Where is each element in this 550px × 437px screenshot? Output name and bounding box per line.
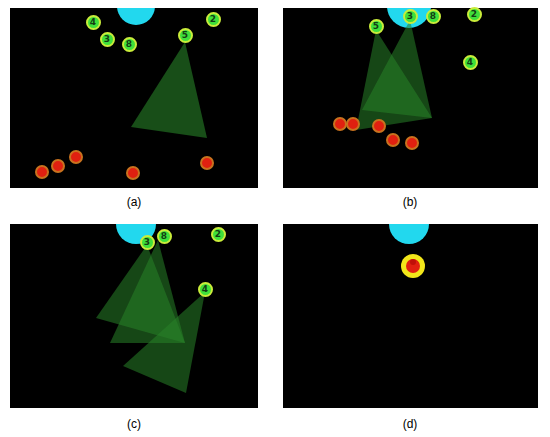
agent-circle: 3 xyxy=(100,32,115,47)
agent-circle: 2 xyxy=(211,227,226,242)
agent-circle: 4 xyxy=(198,282,213,297)
agent-circle: 8 xyxy=(426,9,441,24)
agent-circle: 8 xyxy=(157,229,172,244)
agent-number: 3 xyxy=(144,238,150,247)
panel-label: (d) xyxy=(403,417,418,431)
agent-number: 5 xyxy=(373,22,379,31)
agent-circle: 2 xyxy=(206,12,221,27)
agent-number: 3 xyxy=(104,35,110,44)
agent-number: 2 xyxy=(215,230,221,239)
agent-circle: 4 xyxy=(463,55,478,70)
agent-number: 2 xyxy=(471,10,477,19)
agent-number: 5 xyxy=(182,31,188,40)
agent-number: 4 xyxy=(90,18,96,27)
agent-circle: 2 xyxy=(467,7,482,22)
panel-label: (c) xyxy=(127,417,141,431)
panel-label: (b) xyxy=(403,195,418,209)
agent-number: 8 xyxy=(126,40,132,49)
panel-label: (a) xyxy=(127,195,142,209)
agent-number: 4 xyxy=(467,58,473,67)
agent-number: 4 xyxy=(202,285,208,294)
agent-circle: 5 xyxy=(369,19,384,34)
agent-circle: 5 xyxy=(178,28,193,43)
agent-number: 8 xyxy=(430,12,436,21)
agent-circle: 8 xyxy=(122,37,137,52)
agent-number: 8 xyxy=(161,232,167,241)
agent-number: 2 xyxy=(210,15,216,24)
agent-circle: 4 xyxy=(86,15,101,30)
agent-circle: 3 xyxy=(140,235,155,250)
agent-circle: 3 xyxy=(403,9,418,24)
agent-number: 3 xyxy=(407,12,413,21)
